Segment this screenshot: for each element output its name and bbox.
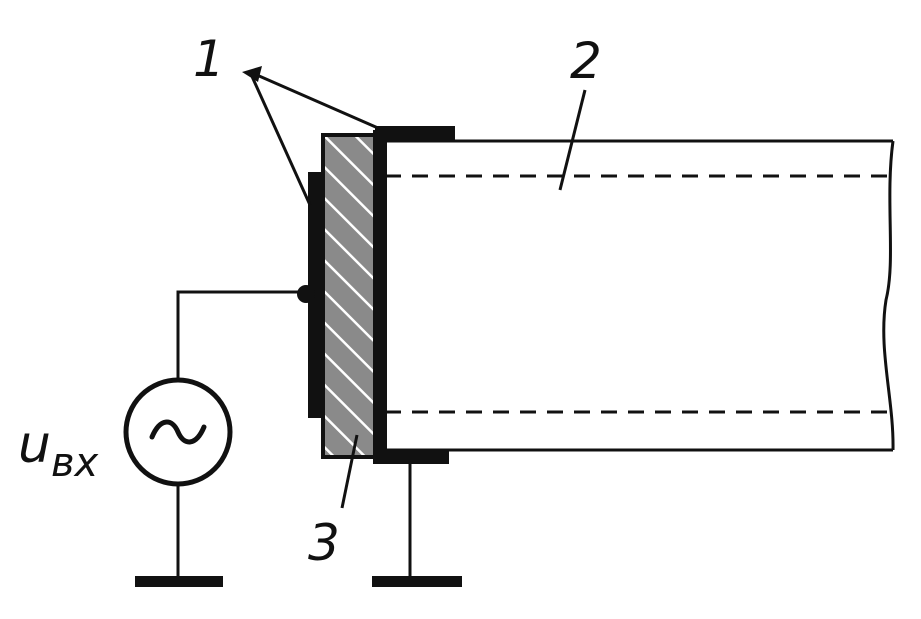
electrodes	[297, 126, 455, 464]
label-input-voltage-subscript: вх	[51, 440, 99, 486]
leader-2-to-waveguide	[558, 89, 587, 191]
leader-1-arrowhead	[242, 66, 262, 82]
transducer-hatched-body	[321, 133, 377, 459]
waveguide	[385, 139, 895, 452]
top-electrode	[375, 126, 455, 140]
leader-3-to-transducer	[340, 434, 359, 509]
label-input-voltage-main: u	[18, 415, 51, 475]
label-waveguide: 2	[570, 32, 602, 90]
source-ground-icon	[135, 576, 223, 587]
transducer-right-face	[373, 130, 387, 464]
leader-lines	[242, 66, 587, 509]
label-transducer: 3	[308, 514, 340, 572]
left-electrode	[308, 172, 324, 418]
leader-1-to-top-electrode	[249, 70, 379, 130]
leader-1-to-left-electrode	[248, 71, 312, 206]
label-input-voltage: uвх	[18, 415, 99, 486]
feed-wire	[176, 290, 299, 382]
ac-source-sine-icon	[149, 419, 207, 445]
waveguide-ground-icon	[372, 576, 462, 587]
transducer-element	[321, 130, 387, 464]
bottom-electrode	[387, 450, 449, 464]
input-circuit	[123, 290, 462, 587]
waveguide-break-edge	[882, 140, 895, 451]
left-electrode-contact	[297, 285, 315, 303]
label-electrodes: 1	[193, 30, 225, 88]
